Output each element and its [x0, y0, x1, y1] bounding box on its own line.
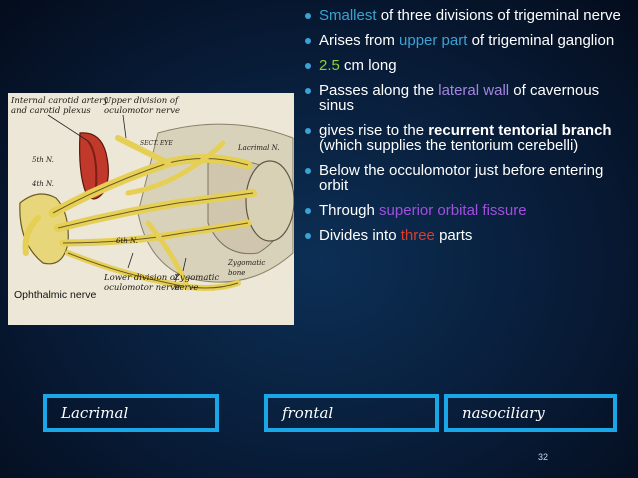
frontal-box: frontal [264, 394, 439, 432]
bullet-item: Divides into three parts [300, 228, 630, 243]
bullet-text-segment: gives rise to the [319, 122, 429, 139]
bullet-item: Passes along the lateral wall of caverno… [300, 83, 630, 113]
nerve-drawing [8, 93, 294, 325]
label-zygomatic-bone: Zygomatic bone [228, 259, 266, 277]
label-lower-division: Lower division of oculomotor nerve [104, 273, 181, 293]
label-sixth-nerve: 6th N. [116, 237, 138, 245]
bullet-text-segment: parts [434, 227, 473, 244]
label-upper-division: Upper division of oculomotor nerve [104, 96, 181, 116]
bullet-dot-icon [305, 13, 311, 19]
label-fifth-nerve: 5th N. [32, 156, 54, 164]
bullet-text-segment: Divides into [319, 227, 401, 244]
bullet-text-segment: of three divisions of trigeminal nerve [376, 7, 621, 24]
lacrimal-box: Lacrimal [43, 394, 219, 432]
frontal-box-label: frontal [282, 404, 334, 422]
trigeminal-nerve-illustration: Internal carotid artery and carotid plex… [8, 93, 294, 325]
bullet-text-segment: Passes along the [319, 82, 439, 99]
bullet-text-segment: 2.5 [319, 57, 340, 74]
label-carotid-artery: Internal carotid artery and carotid plex… [11, 96, 109, 116]
nasociliary-box: nasociliary [444, 394, 617, 432]
bullet-text-segment: of trigeminal ganglion [467, 32, 615, 49]
bullet-text-segment: of cavernous sinus [319, 82, 600, 114]
label-sect-eye: SECT. EYE [140, 140, 173, 147]
bullet-dot-icon [305, 128, 311, 134]
bullet-text-segment: three [400, 227, 435, 244]
bullet-dot-icon [305, 168, 311, 174]
bullet-text-segment: Below the occulomotor just before enteri… [319, 162, 604, 194]
bullet-text-segment: superior orbital fissure [379, 202, 527, 219]
bullet-text-segment: lateral wall [438, 82, 510, 99]
bullet-text-segment: (which supplies the tentorium cerebelli) [319, 137, 579, 154]
bullet-item: Below the occulomotor just before enteri… [300, 163, 630, 193]
bullet-item: Smallest of three divisions of trigemina… [300, 8, 630, 23]
bullet-text-segment: Arises from [319, 32, 400, 49]
label-fourth-nerve: 4th N. [32, 180, 54, 188]
bullet-item: Through superior orbital fissure [300, 203, 630, 218]
bullet-item: Arises from upper part of trigeminal gan… [300, 33, 630, 48]
lacrimal-box-label: Lacrimal [61, 404, 129, 422]
bullet-item: 2.5 cm long [300, 58, 630, 73]
nasociliary-box-label: nasociliary [462, 404, 545, 422]
label-lacrimal-nerve: Lacrimal N. [238, 144, 280, 152]
page-number: 32 [538, 452, 549, 462]
bullet-text-segment: Through [319, 202, 380, 219]
bullet-dot-icon [305, 208, 311, 214]
bullet-dot-icon [305, 88, 311, 94]
bullet-text-segment: recurrent tentorial branch [428, 122, 612, 139]
bullet-dot-icon [305, 233, 311, 239]
bullet-text-segment: cm long [339, 57, 397, 74]
bullet-item: gives rise to the recurrent tentorial br… [300, 123, 630, 153]
bullet-list: Smallest of three divisions of trigemina… [300, 8, 630, 253]
bullet-text-segment: upper part [399, 32, 468, 49]
bullet-text-segment: Smallest [319, 7, 377, 24]
bullet-dot-icon [305, 63, 311, 69]
label-zygomatic-nerve: Zygomatic nerve [174, 273, 220, 293]
label-ophthalmic-nerve: Ophthalmic nerve [13, 289, 98, 301]
bullet-dot-icon [305, 38, 311, 44]
